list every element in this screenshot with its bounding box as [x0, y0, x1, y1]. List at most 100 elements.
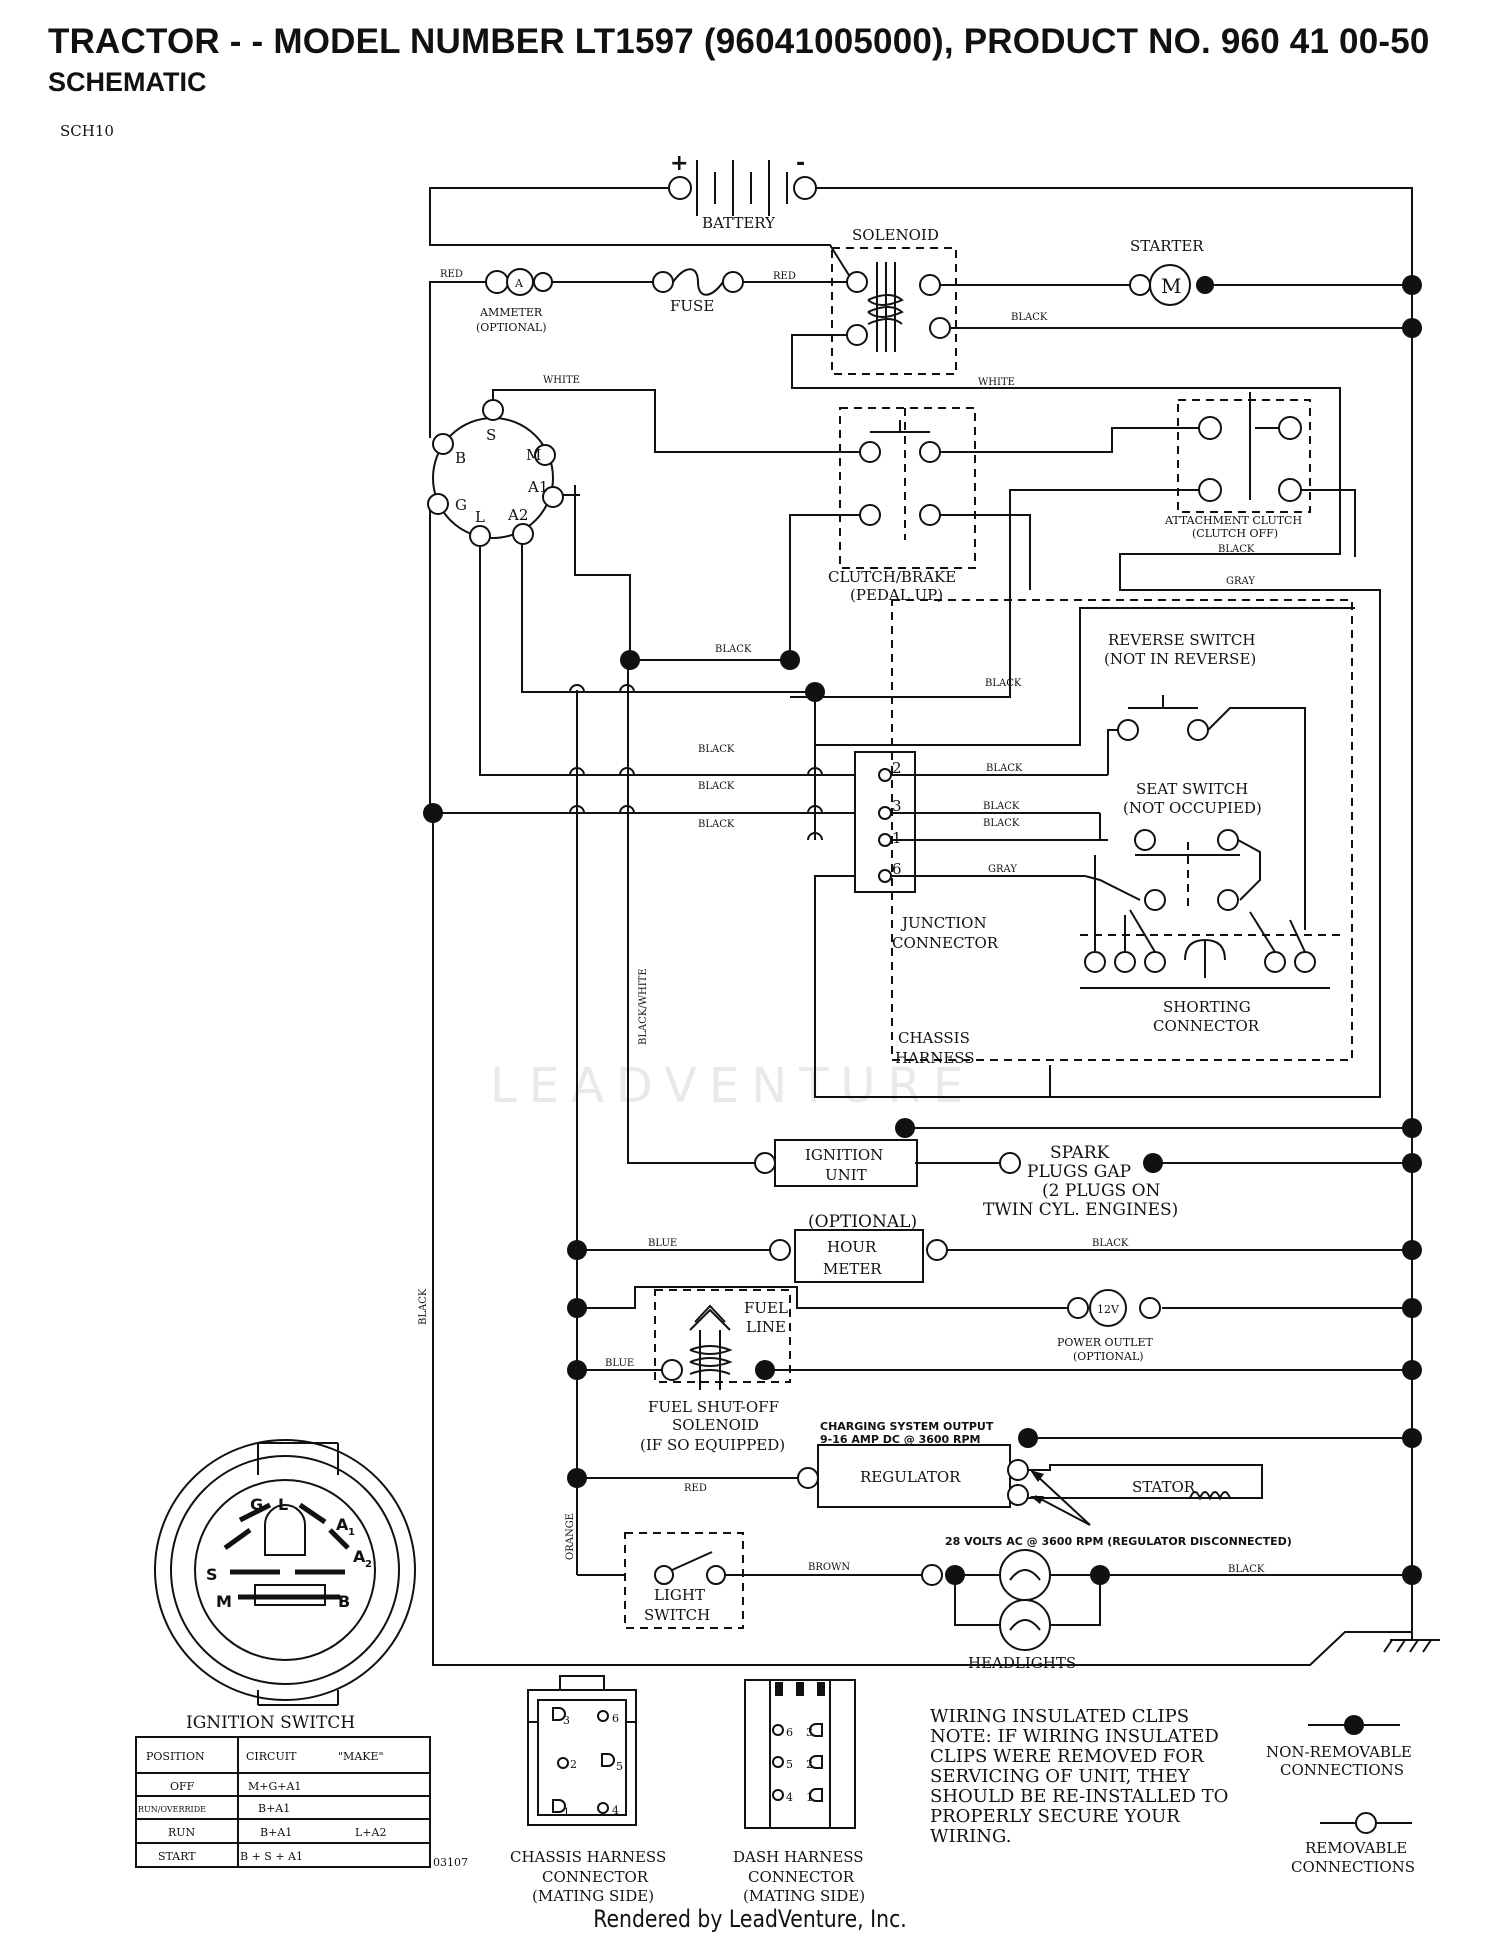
row-off-circuit: M+G+A1: [248, 1780, 301, 1793]
wire-red-2: RED: [773, 271, 796, 282]
wire-red-3: RED: [684, 1483, 707, 1494]
wire-blue-1: BLUE: [648, 1238, 677, 1249]
fuel-sol-label: FUEL SHUT-OFF: [648, 1398, 779, 1416]
wire-black-c: BLACK: [698, 781, 735, 792]
light-switch-sub: SWITCH: [644, 1606, 710, 1624]
th-make: "MAKE": [338, 1750, 384, 1763]
battery-label: BATTERY: [702, 214, 776, 232]
wire-white-1: WHITE: [543, 375, 580, 386]
row-runover-circuit: B+A1: [258, 1802, 290, 1815]
row-start-position: START: [158, 1850, 196, 1863]
dash-pin-1: 1: [806, 1791, 813, 1804]
chassis-conn-label: CHASSIS HARNESS: [510, 1848, 666, 1866]
connection-dots: [423, 275, 1422, 1585]
chassis-pin-4: 4: [612, 1804, 619, 1817]
legend-nonremovable-sub: CONNECTIONS: [1280, 1761, 1404, 1779]
hour-optional: (OPTIONAL): [808, 1212, 917, 1232]
reverse-switch: REVERSE SWITCH (NOT IN REVERSE): [1104, 631, 1306, 840]
ignition-table: POSITION CIRCUIT "MAKE" OFF M+G+A1 RUN/O…: [135, 1736, 468, 1869]
wire-black-j3: BLACK: [983, 801, 1020, 812]
reverse-sub: (NOT IN REVERSE): [1104, 650, 1256, 668]
chassis-pin-1: 1: [563, 1806, 570, 1819]
junction-pin-6: 6: [892, 860, 902, 878]
footer-credit: Rendered by LeadVenture, Inc.: [593, 1905, 907, 1933]
wire-black-white: BLACK/WHITE: [638, 968, 649, 1045]
figure-ref: 03107: [433, 1856, 468, 1869]
power-label: POWER OUTLET: [1057, 1336, 1153, 1349]
spark-sub: (2 PLUGS ON: [1042, 1181, 1161, 1201]
ammeter-symbol: A: [514, 277, 524, 290]
key-s: S: [206, 1565, 218, 1584]
shorting-sub: CONNECTOR: [1153, 1017, 1260, 1035]
th-position: POSITION: [146, 1750, 205, 1763]
light-switch: LIGHT SWITCH: [624, 1532, 744, 1629]
light-switch-label: LIGHT: [654, 1586, 705, 1604]
page-subtitle: SCHEMATIC: [48, 67, 207, 97]
wire-black-j2: BLACK: [986, 763, 1023, 774]
dash-pin-5: 5: [786, 1758, 793, 1771]
note-line-5: SHOULD BE RE-INSTALLED TO: [930, 1786, 1228, 1807]
watermark: LEADVENTURE: [490, 1058, 975, 1114]
spark-label: SPARK: [1050, 1143, 1110, 1163]
wire-black-clutch: BLACK: [715, 644, 752, 655]
ign-terminal-b: B: [455, 449, 466, 467]
power-symbol: 12V: [1097, 1303, 1120, 1316]
wire-labels: RED RED BLACK WHITE WHITE BLACK GRAY BLA…: [418, 269, 1265, 1575]
dash-conn-sub: CONNECTOR: [748, 1868, 855, 1886]
starter-symbol: M: [1161, 274, 1181, 298]
ign-terminal-g: G: [455, 496, 467, 514]
chassis-pin-2: 2: [570, 1758, 577, 1771]
ign-terminal-l: L: [475, 508, 485, 526]
fuel-solenoid: FUEL LINE FUEL SHUT-OFF SOLENOID (IF SO …: [640, 1289, 791, 1454]
headlights-label: HEADLIGHTS: [968, 1654, 1076, 1672]
attach-clutch-label: ATTACHMENT CLUTCH: [1164, 514, 1302, 527]
note-line-7: WIRING.: [930, 1826, 1011, 1847]
legend-removable-sub: CONNECTIONS: [1291, 1858, 1415, 1876]
ign-terminal-a2: A2: [507, 506, 528, 524]
ammeter-optional: (OPTIONAL): [476, 321, 547, 334]
chassis-label: CHASSIS: [898, 1029, 970, 1047]
key-a2: A: [353, 1547, 366, 1566]
chassis-conn-sub: CONNECTOR: [542, 1868, 649, 1886]
note-line-6: PROPERLY SECURE YOUR: [930, 1806, 1180, 1827]
key-a2-sub: 2: [365, 1559, 372, 1570]
key-a1-sub: 1: [348, 1527, 355, 1538]
junction-connector: 2 3 1 6 JUNCTION CONNECTOR CHASSIS HARNE…: [854, 751, 999, 1067]
dash-conn-sub2: (MATING SIDE): [743, 1887, 865, 1905]
shorting-connector: SHORTING CONNECTOR: [1080, 855, 1340, 1035]
page-title: TRACTOR - - MODEL NUMBER LT1597 (9604100…: [48, 22, 1430, 61]
wire-black-j1: BLACK: [983, 818, 1020, 829]
junction-sub: CONNECTOR: [892, 934, 999, 952]
attachment-clutch-switch: ATTACHMENT CLUTCH (CLUTCH OFF): [1164, 392, 1311, 540]
wire-black-hour: BLACK: [1092, 1238, 1129, 1249]
ignition-unit: IGNITION UNIT SPARK PLUGS GAP (2 PLUGS O…: [754, 1139, 1178, 1220]
chassis-pin-3: 3: [563, 1714, 570, 1727]
clutch-brake-sub: (PEDAL UP): [850, 586, 943, 604]
solenoid: SOLENOID: [831, 226, 957, 375]
wiring-note: WIRING INSULATED CLIPS NOTE: IF WIRING I…: [930, 1706, 1228, 1847]
shorting-label: SHORTING: [1163, 998, 1251, 1016]
legend-nonremovable: NON-REMOVABLE: [1266, 1743, 1412, 1761]
wire-white-2: WHITE: [978, 377, 1015, 388]
ignition-switch-face: G L A 1 A 2 S M B IGNITION SWITCH: [154, 1439, 416, 1733]
key-m: M: [216, 1592, 232, 1611]
regulator-label: REGULATOR: [860, 1468, 961, 1486]
wire-black-d: BLACK: [698, 819, 735, 830]
schematic-code: SCH10: [60, 122, 114, 140]
chassis-conn-sub2: (MATING SIDE): [532, 1887, 654, 1905]
fuel-line-label: FUEL: [744, 1299, 788, 1317]
wire-black-b: BLACK: [698, 744, 735, 755]
fuel-sol-sub2: (IF SO EQUIPPED): [640, 1436, 785, 1454]
seat-sub: (NOT OCCUPIED): [1123, 799, 1262, 817]
junction-pin-1: 1: [892, 829, 902, 847]
wire-black-left: BLACK: [418, 1288, 429, 1325]
dash-pin-6: 6: [786, 1726, 793, 1739]
clutch-brake-switch: CLUTCH/BRAKE (PEDAL UP): [828, 407, 976, 604]
key-g: G: [250, 1495, 263, 1514]
junction-label: JUNCTION: [900, 914, 987, 932]
wire-gray-1: GRAY: [1226, 576, 1255, 587]
hour-label: HOUR: [827, 1238, 877, 1256]
clutch-brake-label: CLUTCH/BRAKE: [828, 568, 956, 586]
dash-pin-4: 4: [786, 1791, 793, 1804]
wire-black-starter: BLACK: [1011, 312, 1048, 323]
